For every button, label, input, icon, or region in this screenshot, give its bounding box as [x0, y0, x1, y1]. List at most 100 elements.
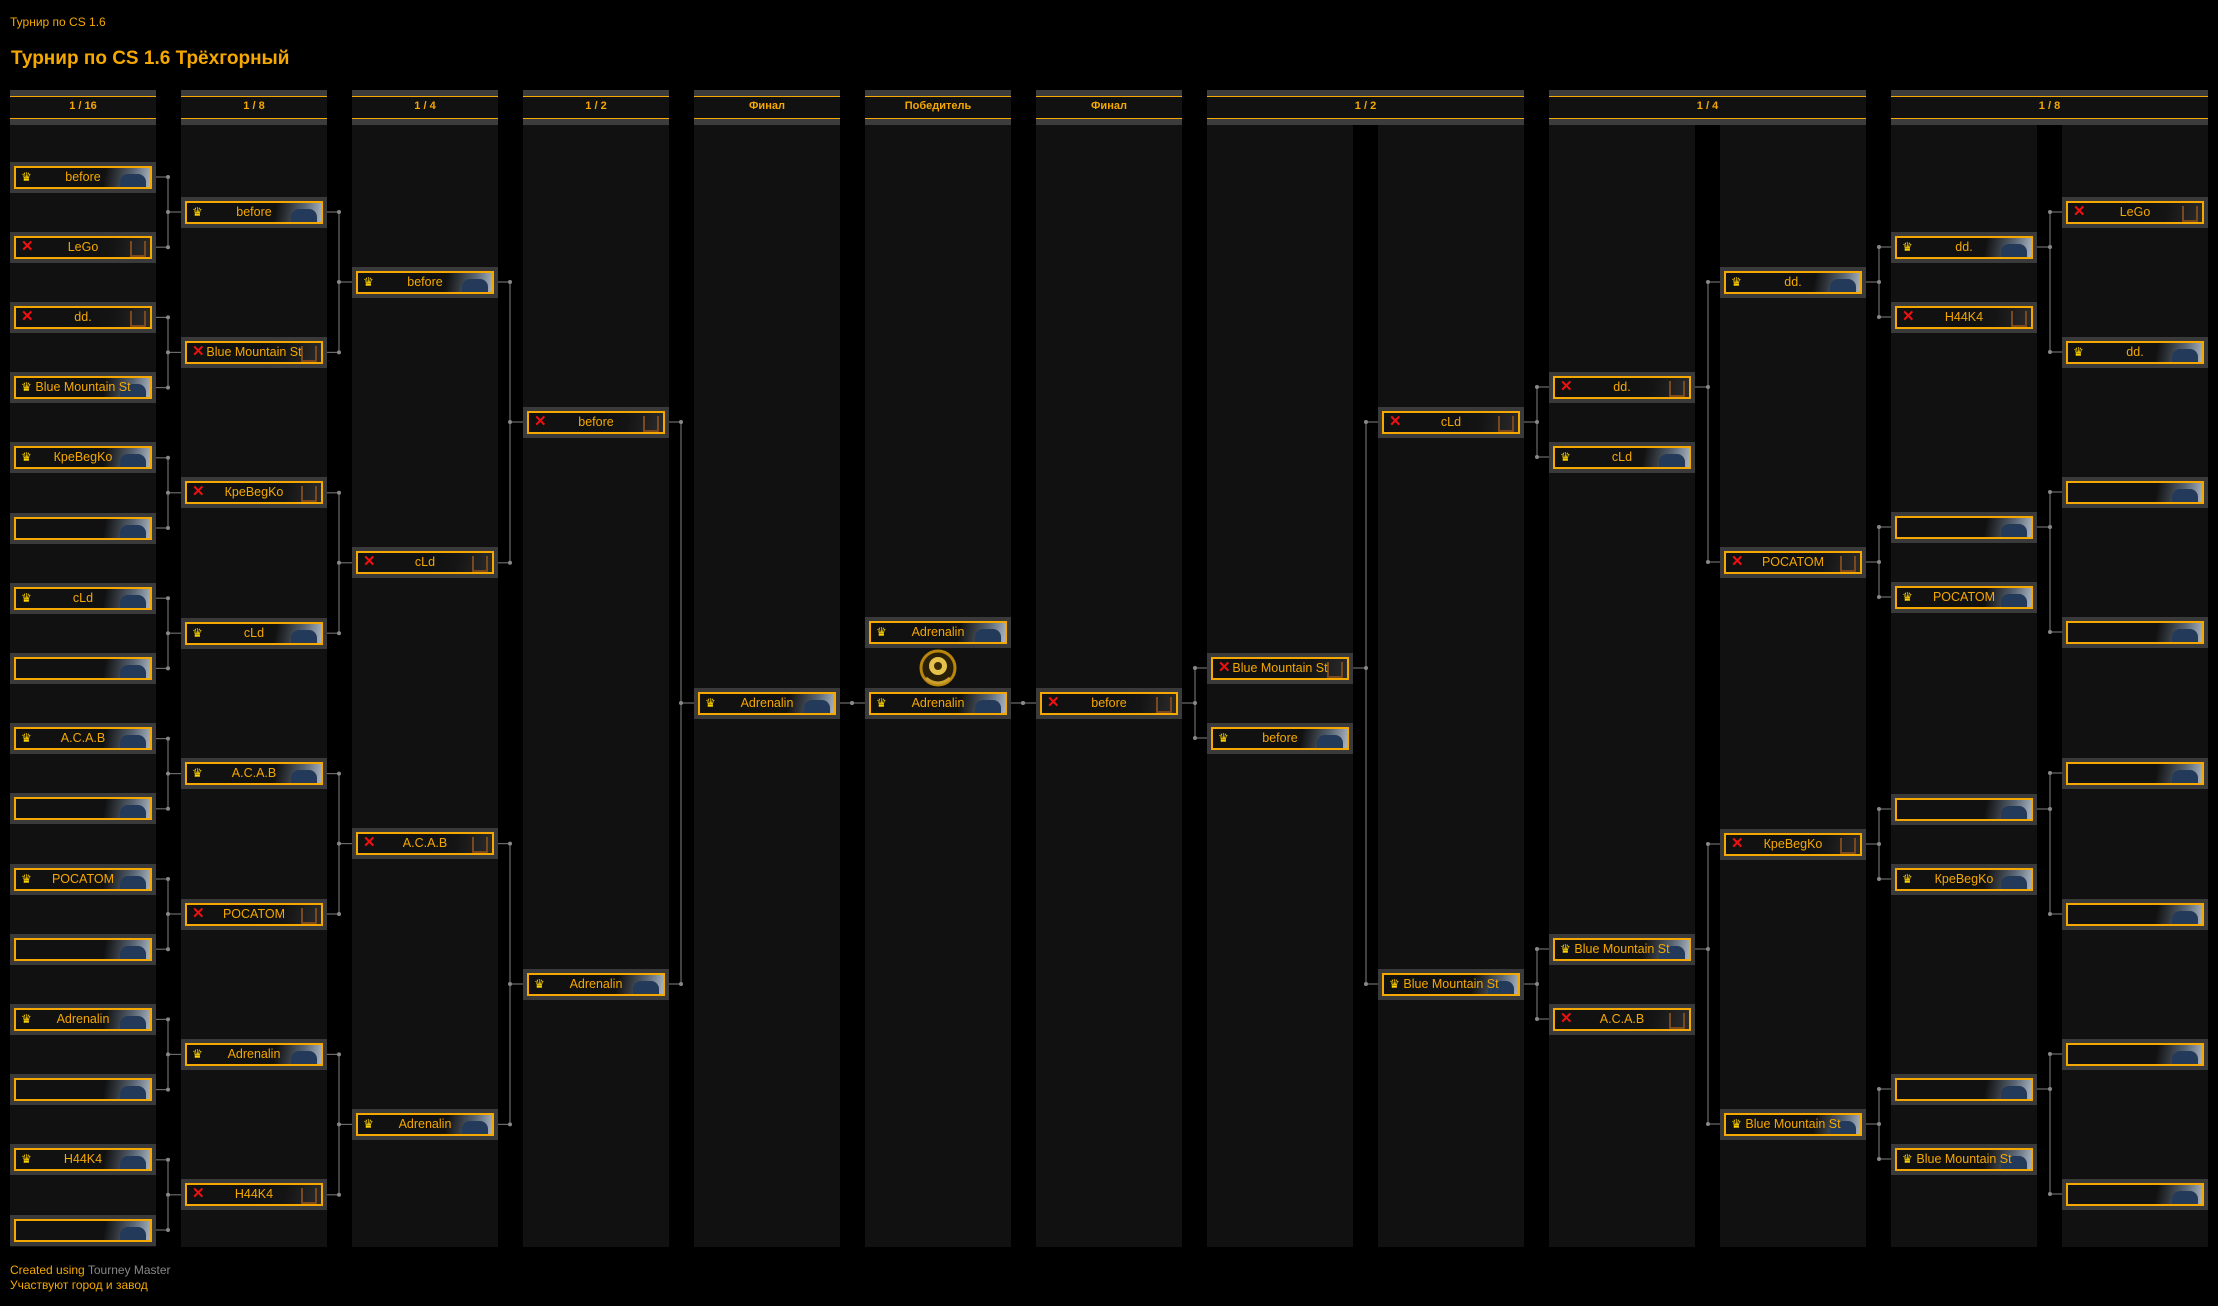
team-name[interactable]: before [1091, 695, 1127, 710]
team-name[interactable]: H44K4 [1944, 309, 1984, 324]
team-slot[interactable]: ✕dd. [1549, 371, 1695, 403]
team-slot[interactable] [1891, 1073, 2037, 1105]
team-slot[interactable] [10, 652, 156, 684]
team-name[interactable]: LeGo [67, 239, 99, 254]
team-name[interactable]: before [1262, 730, 1298, 745]
team-name[interactable]: before [236, 204, 272, 219]
team-name[interactable]: КреBegKo [224, 485, 284, 500]
team-slot[interactable] [2062, 476, 2208, 508]
team-name[interactable]: cLd [1611, 449, 1633, 464]
team-slot[interactable]: ♛cLd [181, 617, 327, 649]
team-name[interactable]: КреBegKo [53, 450, 113, 465]
team-name[interactable]: dd. [1955, 239, 1973, 254]
team-slot[interactable]: ♛cLd [1549, 441, 1695, 473]
team-name[interactable]: cLd [1440, 414, 1462, 429]
team-slot[interactable]: ♛A.C.A.B [181, 758, 327, 790]
team-name[interactable]: dd. [1784, 274, 1802, 289]
team-name[interactable]: dd. [2126, 344, 2144, 359]
team-name[interactable]: cLd [414, 555, 436, 570]
team-slot[interactable]: ♛Adrenalin [694, 687, 840, 719]
team-name[interactable]: H44K4 [234, 1187, 274, 1202]
team-slot[interactable]: ♛A.C.A.B [10, 723, 156, 755]
team-name[interactable]: A.C.A.B [231, 766, 277, 781]
team-slot[interactable] [2062, 1178, 2208, 1210]
team-name[interactable]: LeGo [2119, 204, 2151, 219]
team-name[interactable]: Adrenalin [227, 1046, 281, 1061]
team-slot[interactable]: ✕LeGo [10, 231, 156, 263]
team-slot[interactable]: ✕A.C.A.B [352, 828, 498, 860]
team-name[interactable]: dd. [74, 309, 92, 324]
team-slot[interactable] [10, 1074, 156, 1106]
team-slot[interactable] [2062, 757, 2208, 789]
team-slot[interactable]: ✕before [523, 406, 669, 438]
team-name[interactable]: Adrenalin [911, 695, 965, 710]
team-slot[interactable]: ♛before [181, 196, 327, 228]
team-name[interactable]: POCATOM [1932, 589, 1996, 604]
team-slot[interactable] [2062, 1038, 2208, 1070]
team-name[interactable]: Adrenalin [569, 976, 623, 991]
team-slot[interactable]: ✕КреBegKo [181, 477, 327, 509]
team-name[interactable]: A.C.A.B [60, 731, 106, 746]
team-name[interactable]: A.C.A.B [1599, 1011, 1645, 1026]
team-slot[interactable] [10, 933, 156, 965]
team-slot[interactable]: ♛Adrenalin [352, 1108, 498, 1140]
team-slot[interactable] [10, 1214, 156, 1246]
team-slot[interactable] [1891, 793, 2037, 825]
team-slot[interactable]: ♛Adrenalin [10, 1003, 156, 1035]
team-slot[interactable]: ✕cLd [1378, 406, 1524, 438]
team-name[interactable]: Adrenalin [398, 1116, 452, 1131]
team-slot[interactable]: ♛Adrenalin [865, 616, 1011, 648]
team-name[interactable]: POCATOM [51, 871, 115, 886]
team-name[interactable]: Blue Mountain St [35, 380, 131, 395]
team-name[interactable]: Blue Mountain St [1403, 976, 1499, 991]
team-slot[interactable]: ♛Blue Mountain St [1549, 933, 1695, 965]
team-slot[interactable] [2062, 616, 2208, 648]
team-slot[interactable]: ♛cLd [10, 582, 156, 614]
team-slot[interactable]: ✕A.C.A.B [1549, 1003, 1695, 1035]
team-name[interactable]: Blue Mountain St [1574, 941, 1670, 956]
team-slot[interactable]: ✕Blue Mountain St [1207, 652, 1353, 684]
team-name[interactable]: H44K4 [63, 1152, 103, 1167]
team-name[interactable]: dd. [1613, 379, 1631, 394]
team-name[interactable]: before [65, 169, 101, 184]
team-slot[interactable]: ♛Adrenalin [865, 687, 1011, 719]
team-slot[interactable]: ✕dd. [10, 301, 156, 333]
team-name[interactable]: before [407, 274, 443, 289]
team-name[interactable]: Blue Mountain St [1232, 660, 1328, 675]
team-name[interactable]: Blue Mountain St [1916, 1151, 2012, 1166]
team-name[interactable]: POCATOM [222, 906, 286, 921]
team-name[interactable]: КреBegKo [1934, 871, 1994, 886]
team-name[interactable]: cLd [72, 590, 94, 605]
team-slot[interactable]: ✕cLd [352, 547, 498, 579]
team-slot[interactable]: ✕H44K4 [181, 1179, 327, 1211]
team-slot[interactable]: ✕H44K4 [1891, 301, 2037, 333]
team-slot[interactable]: ♛Blue Mountain St [1720, 1108, 1866, 1140]
team-slot[interactable]: ♛dd. [2062, 336, 2208, 368]
team-name[interactable]: Blue Mountain St [206, 344, 302, 359]
team-name[interactable]: Adrenalin [911, 624, 965, 639]
team-slot[interactable]: ♛Adrenalin [523, 968, 669, 1000]
team-slot[interactable]: ♛POCATOM [10, 863, 156, 895]
team-slot[interactable]: ♛before [1207, 722, 1353, 754]
team-slot[interactable]: ♛Blue Mountain St [1378, 968, 1524, 1000]
team-name[interactable]: Blue Mountain St [1745, 1116, 1841, 1131]
team-slot[interactable]: ✕POCATOM [181, 898, 327, 930]
team-slot[interactable]: ♛dd. [1720, 266, 1866, 298]
team-name[interactable]: Adrenalin [56, 1011, 110, 1026]
team-name[interactable]: cLd [243, 625, 265, 640]
team-name[interactable]: before [578, 414, 614, 429]
team-slot[interactable]: ♛Blue Mountain St [10, 372, 156, 404]
team-slot[interactable] [2062, 898, 2208, 930]
team-slot[interactable]: ♛КреBegKo [10, 442, 156, 474]
team-name[interactable]: A.C.A.B [402, 836, 448, 851]
team-slot[interactable] [10, 512, 156, 544]
team-name[interactable]: Adrenalin [740, 695, 794, 710]
team-slot[interactable]: ✕КреBegKo [1720, 828, 1866, 860]
team-slot[interactable]: ♛before [352, 266, 498, 298]
team-slot[interactable]: ✕POCATOM [1720, 546, 1866, 578]
team-slot[interactable]: ♛H44K4 [10, 1144, 156, 1176]
tourney-master-link[interactable]: Tourney Master [87, 1263, 171, 1277]
team-slot[interactable] [1891, 511, 2037, 543]
team-slot[interactable]: ♛dd. [1891, 231, 2037, 263]
team-slot[interactable] [10, 793, 156, 825]
